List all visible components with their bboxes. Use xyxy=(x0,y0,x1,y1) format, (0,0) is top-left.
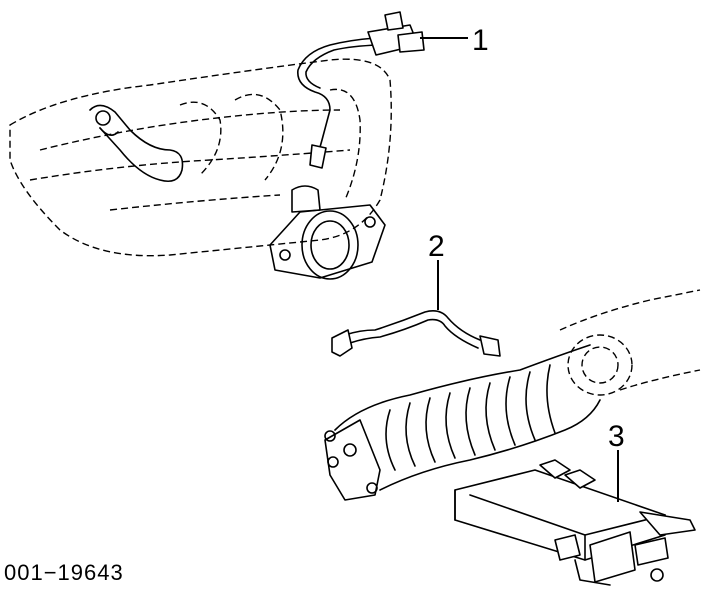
oxygen-sensor-upstream xyxy=(297,11,425,169)
evap-canister xyxy=(454,459,696,586)
oxygen-sensor-downstream xyxy=(331,310,501,357)
manifold-outlet-flange xyxy=(269,185,386,280)
exhaust-pipe-outline xyxy=(559,289,701,396)
catalytic-converter xyxy=(324,344,601,501)
exhaust-manifold-outline xyxy=(9,58,392,257)
callout-1: 1 xyxy=(472,24,489,57)
callout-2: 2 xyxy=(428,230,445,263)
leader-lines xyxy=(420,37,619,502)
figure-id: 001−19643 xyxy=(4,560,124,585)
manifold-hose xyxy=(89,104,184,183)
callout-3: 3 xyxy=(608,420,625,453)
